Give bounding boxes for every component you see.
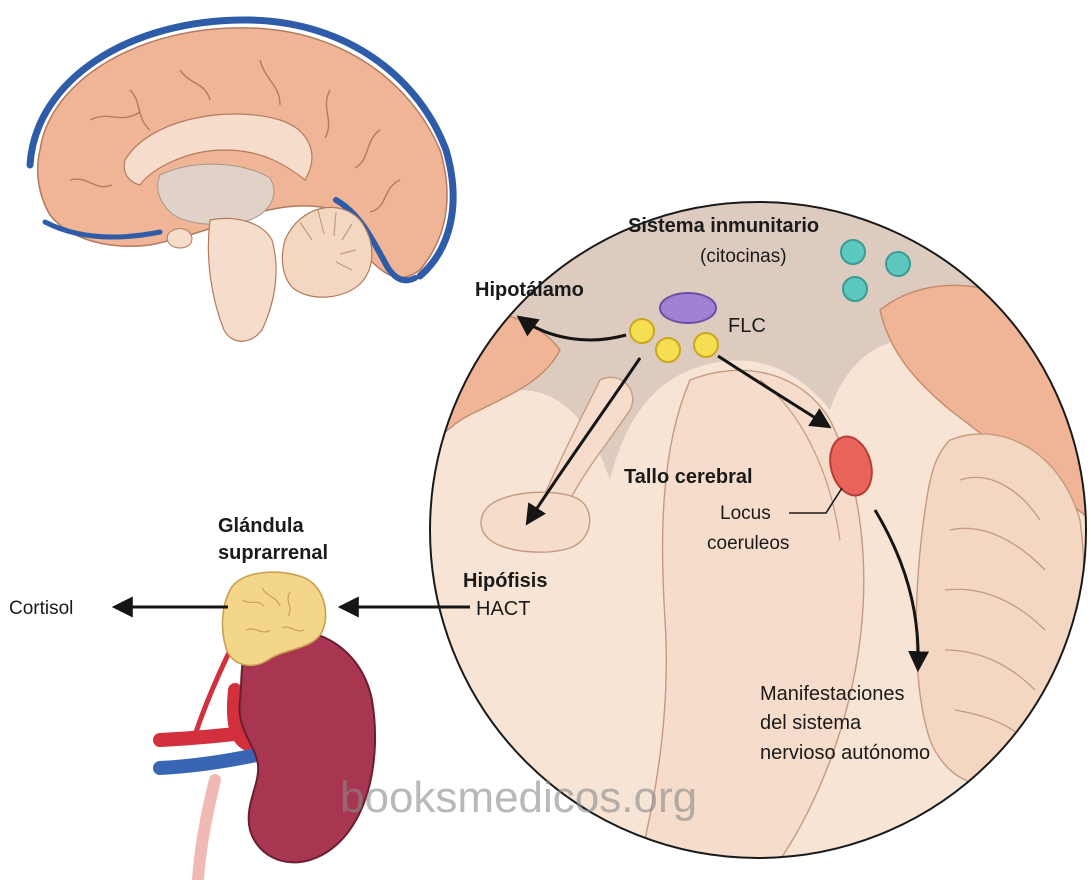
flc-cell [656,338,680,362]
label-flc: FLC [728,315,766,337]
ureter [198,780,215,880]
label-adrenal-line1: Glándula [218,515,304,537]
cerebellum-zoom [916,434,1084,785]
label-ans-line3: nervioso autónomo [760,742,930,764]
label-adrenal-line2: suprarrenal [218,542,328,564]
label-brainstem: Tallo cerebral [624,466,753,488]
kidney [239,630,375,862]
label-cortisol: Cortisol [9,598,73,619]
flc-oval [660,293,716,323]
label-locus-line2: coeruleos [707,533,789,554]
flc-cell [630,319,654,343]
label-ans-line2: del sistema [760,712,862,734]
cerebellum [282,207,371,297]
label-acth: HACT [476,598,530,620]
cytokine-dot [843,277,867,301]
cytokine-dot [841,240,865,264]
brainstem [208,218,276,341]
flc-cell [694,333,718,357]
label-hypothalamus: Hipotálamo [475,279,584,301]
label-cytokines: (citocinas) [700,246,787,267]
cytokine-dot [886,252,910,276]
brain-sagittal-illustration [30,20,453,341]
label-pituitary: Hipófisis [463,570,547,592]
label-locus-line1: Locus [720,503,771,524]
pituitary-small [167,229,192,248]
watermark: booksmedicos.org [340,773,697,822]
pituitary-gland [481,492,590,552]
label-ans-line1: Manifestaciones [760,683,905,705]
vein [160,752,270,768]
label-immune-system: Sistema inmunitario [628,215,819,237]
kidney-adrenal-illustration [160,572,375,880]
thalamus-region [158,164,274,224]
